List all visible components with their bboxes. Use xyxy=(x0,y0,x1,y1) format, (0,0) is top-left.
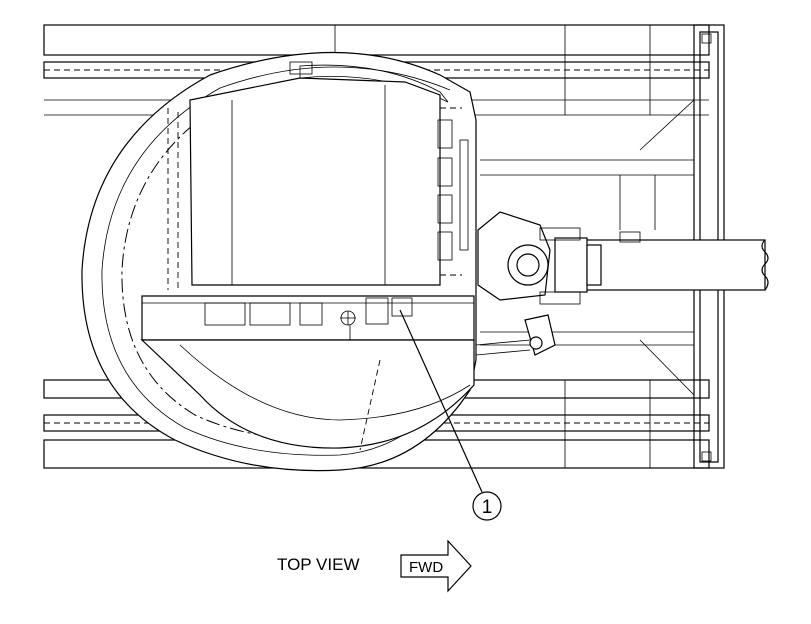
fwd-arrow-icon xyxy=(400,539,472,593)
callout-leader xyxy=(399,309,483,493)
view-label: TOP VIEW xyxy=(277,555,360,574)
callout-1-circle xyxy=(472,491,502,521)
callout-1-label: 1 xyxy=(482,497,493,518)
lower-tray xyxy=(140,295,475,451)
inner-cab xyxy=(167,77,462,292)
side-bracketry xyxy=(437,119,477,300)
link-arm xyxy=(475,314,556,356)
hinge-yoke xyxy=(477,211,602,305)
fwd-label: FWD xyxy=(409,559,443,576)
shaft xyxy=(584,231,769,291)
